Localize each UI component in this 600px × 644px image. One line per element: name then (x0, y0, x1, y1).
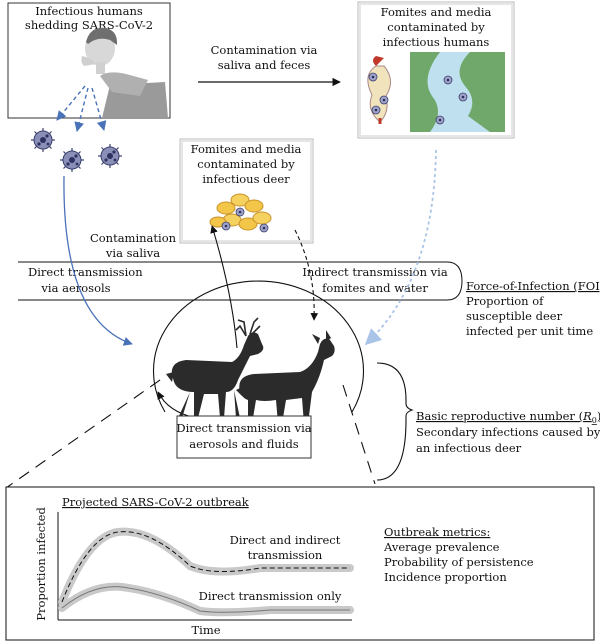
r0-title-prefix: Basic reproductive number ( (416, 409, 583, 423)
cough-arrows (56, 85, 107, 132)
saliva-feces-label-1: Contamination via (211, 43, 318, 57)
foi-note: Force-of-Infection (FOI): Proportion of … (466, 279, 600, 338)
r0-title-symbol: R (582, 409, 592, 423)
zoom-line-right (342, 384, 376, 485)
direct-aerosols-label-2: via aerosols (40, 281, 110, 295)
direct-aerosols-label-1: Direct transmission (28, 265, 143, 279)
zoom-line-left (5, 379, 161, 489)
r0-title: Basic reproductive number (R0): (416, 409, 600, 425)
virus-particles (30, 127, 123, 173)
foi-line-3: infected per unit time (466, 324, 593, 338)
humans-box-label-1: Infectious humans (35, 4, 143, 18)
r0-line-2: an infectious deer (416, 441, 522, 455)
outbreak-panel-title: Projected SARS-CoV-2 outbreak (62, 495, 250, 509)
r0-title-suffix: ): (597, 409, 600, 423)
fomites-humans-box: Fomites and media contaminated by infect… (357, 1, 515, 139)
curve-direct-only (61, 586, 350, 613)
humans-box-label-2: shedding SARS-CoV-2 (25, 18, 153, 32)
saliva-label-2: via saliva (105, 246, 160, 260)
apple-core-icon (367, 56, 391, 124)
buck-deer-icon (166, 317, 264, 418)
metric-item: Probability of persistence (384, 555, 534, 569)
saliva-label-1: Contamination (90, 231, 177, 245)
deer-box-label-1: Direct transmission via (176, 421, 311, 435)
curve1-label-2: transmission (248, 548, 323, 562)
outbreak-xlabel: Time (191, 623, 220, 637)
water-to-deer-arrow (364, 149, 437, 346)
metric-item: Incidence proportion (384, 570, 507, 584)
metric-item: Average prevalence (383, 540, 500, 554)
fomites-humans-label-3: infectious humans (383, 35, 490, 49)
outbreak-ylabel: Proportion infected (34, 507, 48, 621)
coughing-person-icon (81, 27, 168, 118)
stream-landscape-icon (410, 52, 505, 132)
fomites-deer-label-1: Fomites and media (191, 142, 302, 156)
deer-transmission-box: Direct transmission via aerosols and flu… (176, 415, 312, 459)
deer-circle (152, 280, 365, 424)
deer-box-label-2: aerosols and fluids (189, 437, 299, 451)
curve-direct-indirect (61, 531, 350, 603)
foi-title: Force-of-Infection (FOI): (466, 279, 600, 293)
fomites-deer-box: Fomites and media contaminated by infect… (179, 138, 314, 244)
r0-title-subscript: 0 (592, 416, 597, 425)
saliva-arrow: Contamination via saliva (90, 225, 238, 349)
humans-box: Infectious humans shedding SARS-CoV-2 (7, 2, 171, 119)
fomites-deer-label-2: contaminated by (197, 157, 295, 171)
fomites-deer-label-3: infectious deer (202, 172, 290, 186)
foi-line-1: Proportion of (466, 294, 544, 308)
indirect-label-2: fomites and water (322, 281, 428, 295)
fomites-humans-label-2: contaminated by (387, 20, 485, 34)
r0-brace (376, 362, 414, 481)
metrics-title: Outbreak metrics: (384, 525, 490, 539)
foi-band: Direct transmission via aerosols Indirec… (18, 261, 463, 301)
curve1-label-1: Direct and indirect (230, 533, 341, 547)
aerosol-to-deer-arrow (63, 175, 133, 346)
outbreak-panel: Projected SARS-CoV-2 outbreak Proportion… (5, 486, 595, 641)
saliva-feces-arrow: Contamination via saliva and feces (198, 43, 341, 87)
r0-line-1: Secondary infections caused by (416, 425, 600, 439)
doe-deer-icon (236, 330, 335, 424)
fomites-to-deer-arrow (294, 229, 319, 321)
fomites-humans-label-1: Fomites and media (381, 5, 492, 19)
foi-line-2: susceptible deer (466, 309, 563, 323)
curve2-label: Direct transmission only (199, 589, 342, 603)
corn-kernels-icon (209, 193, 272, 233)
indirect-label-1: Indirect transmission via (302, 265, 448, 279)
saliva-feces-label-2: saliva and feces (218, 58, 311, 72)
r0-note: Basic reproductive number (R0): Secondar… (416, 409, 600, 455)
